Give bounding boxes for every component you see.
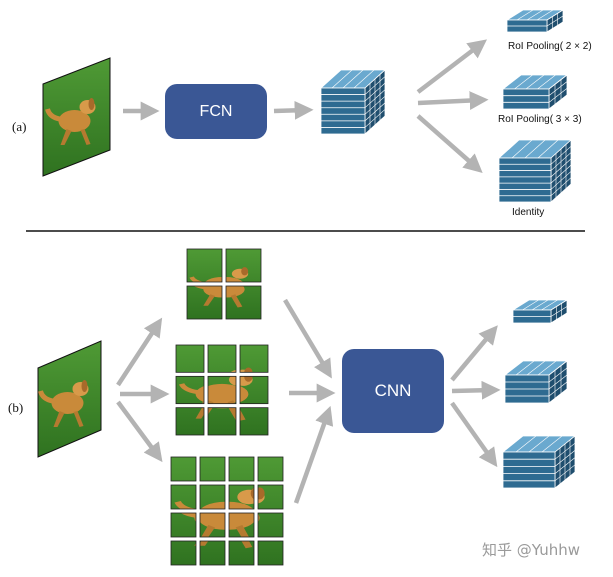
- arrow-features-to-roi-2x2: [416, 39, 488, 94]
- panel-a-label: (a): [12, 119, 27, 134]
- output-cube-b-large: [501, 435, 577, 489]
- output-label-roi-3x3: RoI Pooling( 3 × 3): [498, 114, 582, 125]
- arrow-cnn-to-small: [450, 325, 498, 382]
- arrow-features-to-identity: [416, 114, 483, 173]
- output-cube-b-medium: [503, 360, 569, 404]
- watermark: 知乎 @Yuhhw: [482, 541, 580, 559]
- output-label-identity: Identity: [512, 207, 545, 218]
- dog-grid-4x4: [170, 456, 284, 566]
- arrow-cnn-to-medium: [451, 380, 501, 400]
- output-cube-roi-2x2: [505, 9, 565, 33]
- fcn-box: FCN: [165, 84, 267, 139]
- fcn-label: FCN: [199, 102, 233, 120]
- dog-grid-2x2: [186, 248, 262, 320]
- feature-map-cube-a: [319, 69, 387, 135]
- input-dog-photo-b: [37, 340, 102, 458]
- output-label-roi-2x2: RoI Pooling( 2 × 2): [508, 41, 592, 52]
- dog-grid-3x3: [175, 344, 269, 436]
- cnn-label: CNN: [374, 381, 412, 400]
- arrow-photo-to-grid-4x4: [116, 400, 163, 463]
- arrow-grid-2x2-to-cnn: [283, 298, 332, 379]
- output-cube-identity: [497, 139, 573, 203]
- arrow-cnn-to-large: [450, 401, 498, 468]
- arrow-grid-4x4-to-cnn: [293, 405, 334, 504]
- arrow-photo-to-grid-2x2: [116, 317, 163, 387]
- arrow-fcn-to-features: [273, 100, 314, 120]
- output-cube-b-small: [511, 299, 569, 324]
- input-dog-photo-a: [42, 57, 111, 177]
- panel-b-label: (b): [8, 400, 24, 415]
- output-cube-roi-3x3: [501, 74, 569, 110]
- arrow-features-to-roi-3x3: [417, 91, 489, 110]
- cnn-box: CNN: [342, 349, 444, 433]
